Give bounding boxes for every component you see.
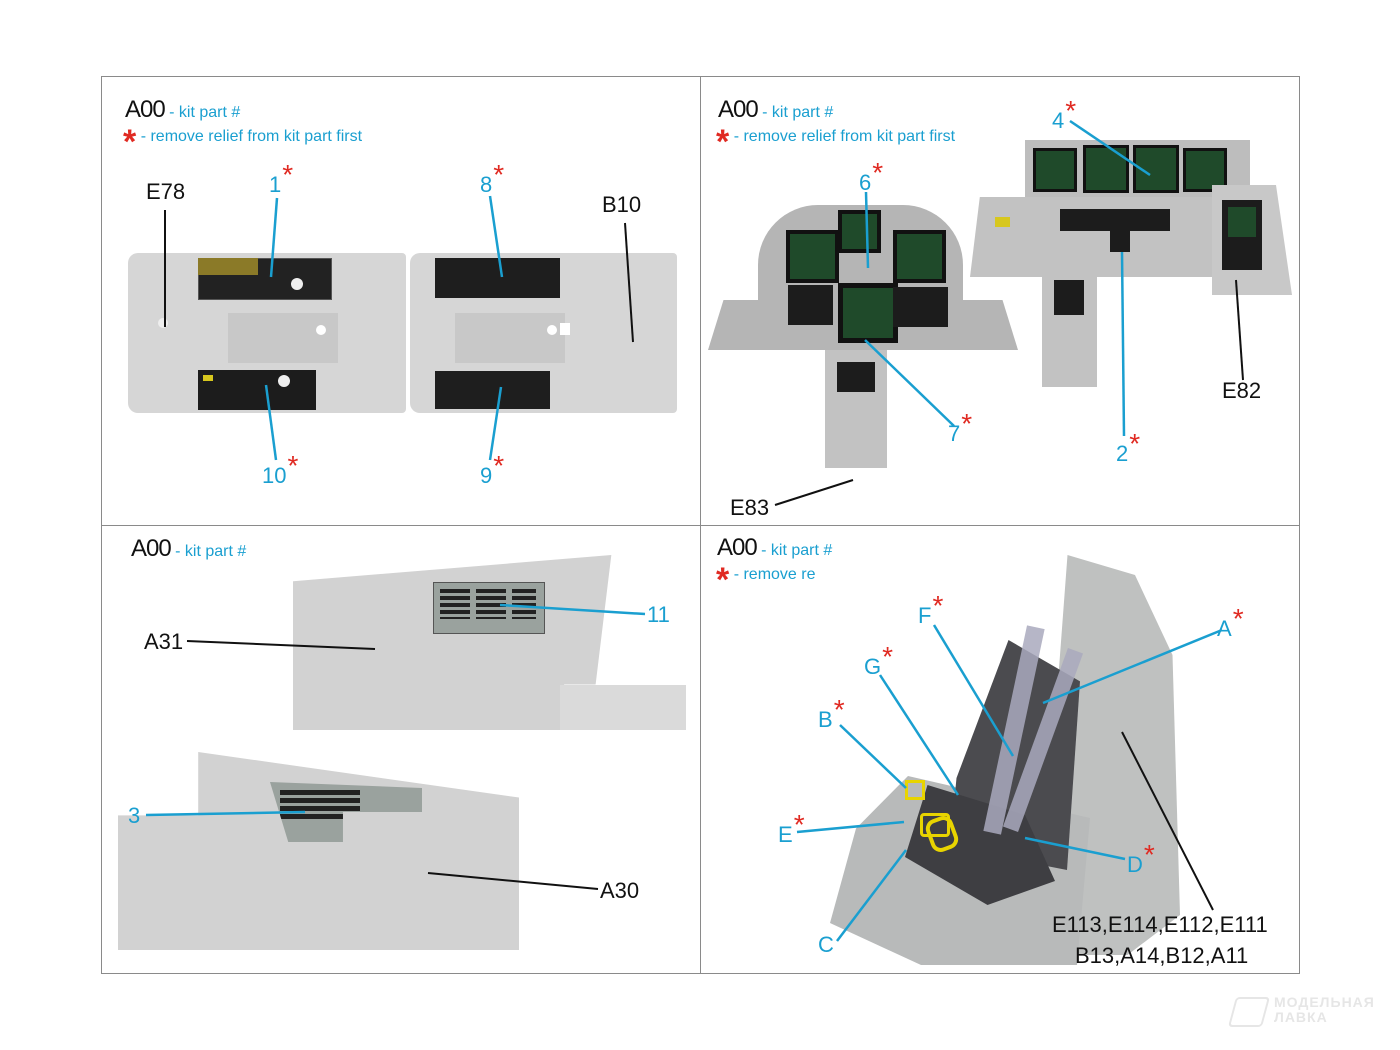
label-e82: E82 (1222, 378, 1262, 403)
label-10: 10* (262, 450, 299, 488)
label-g: G* (864, 641, 894, 679)
asterisk-icon: * (1129, 428, 1141, 459)
asterisk-icon: * (282, 159, 294, 190)
legend-q1: A00 - kit part # (125, 96, 240, 124)
kit-part-caption: - kit part # (175, 543, 247, 560)
watermark-line1: МОДЕЛЬНАЯ (1274, 994, 1375, 1010)
kit-part-caption: - kit part # (762, 104, 834, 121)
label-11: 11 (647, 602, 670, 627)
seat-parts-line2: B13,A14,B12,A11 (1075, 943, 1249, 968)
seat-parts-line1: E113,E114,E112,E111 (1052, 912, 1268, 937)
remove-relief-text: - remove relief from kit part first (733, 128, 956, 145)
asterisk-icon: * (961, 408, 973, 439)
panel-11-illustration (433, 582, 545, 634)
asterisk-icon: * (1232, 603, 1244, 634)
label-e83: E83 (730, 495, 770, 520)
label-a: A* (1217, 603, 1244, 641)
asterisk-icon: * (287, 450, 299, 481)
kit-code: A00 (125, 96, 166, 123)
remove-relief-text: - remove relief from kit part first (140, 128, 363, 145)
side-ufc-panel-illustration (1212, 185, 1292, 295)
asterisk-icon: * (1143, 839, 1155, 870)
remove-relief-legend-q4: * - remove re (716, 563, 816, 597)
label-1: 1* (269, 159, 294, 197)
kit-code: A00 (717, 534, 758, 561)
label-2: 2* (1116, 428, 1141, 466)
watermark-logo: МОДЕЛЬНАЯ ЛАВКА (1227, 994, 1375, 1027)
side-wall-a31-lower-block (560, 685, 686, 730)
asterisk-icon: * (793, 809, 805, 840)
label-c: C (818, 932, 834, 957)
asterisk-icon: * (872, 157, 884, 188)
label-e: E* (778, 809, 805, 847)
label-f: F* (918, 590, 944, 628)
remove-relief-legend-q2: * - remove relief from kit part first (716, 128, 994, 150)
legend-q2: A00 - kit part # (718, 96, 833, 124)
legend-q3: A00 - kit part # (131, 535, 246, 563)
remove-relief-legend-q1: * - remove relief from kit part first (123, 125, 363, 159)
legend-q4: A00 - kit part # (717, 534, 832, 562)
label-6: 6* (859, 157, 884, 195)
label-4: 4* (1052, 95, 1077, 133)
left-console-illustration (128, 253, 406, 413)
label-a30: A30 (600, 878, 640, 903)
kit-code: A00 (131, 535, 172, 562)
kit-part-caption: - kit part # (169, 104, 241, 121)
label-a31: A31 (144, 629, 184, 654)
asterisk-icon: * (493, 159, 505, 190)
label-7: 7* (948, 408, 973, 446)
kit-code: A00 (718, 96, 759, 123)
label-d: D* (1127, 839, 1155, 877)
asterisk-icon: * (833, 694, 845, 725)
asterisk-icon: * (716, 561, 730, 599)
watermark-line2: ЛАВКА (1274, 1009, 1328, 1025)
panel-stem-illustration (825, 350, 887, 468)
main-instrument-panel-illustration (708, 205, 1018, 350)
label-3: 3 (128, 803, 141, 828)
ejection-seat-illustration (830, 555, 1180, 970)
asterisk-icon: * (882, 641, 894, 672)
label-8: 8* (480, 159, 505, 197)
asterisk-icon: * (932, 590, 944, 621)
right-console-illustration (410, 253, 677, 413)
label-b: B* (818, 694, 845, 732)
label-e78: E78 (146, 179, 186, 204)
paper-plane-icon (1227, 997, 1271, 1027)
center-stem-illustration (1042, 275, 1097, 387)
asterisk-icon: * (716, 128, 730, 150)
remove-relief-text: - remove re (733, 566, 816, 583)
label-9: 9* (480, 450, 505, 488)
lower-display-panel-illustration (970, 197, 1215, 277)
quadrant-divider-horizontal (101, 525, 1300, 526)
kit-part-caption: - kit part # (761, 542, 833, 559)
asterisk-icon: * (493, 450, 505, 481)
label-b10: B10 (602, 192, 642, 217)
asterisk-icon: * (1065, 95, 1077, 126)
asterisk-icon: * (123, 123, 137, 161)
